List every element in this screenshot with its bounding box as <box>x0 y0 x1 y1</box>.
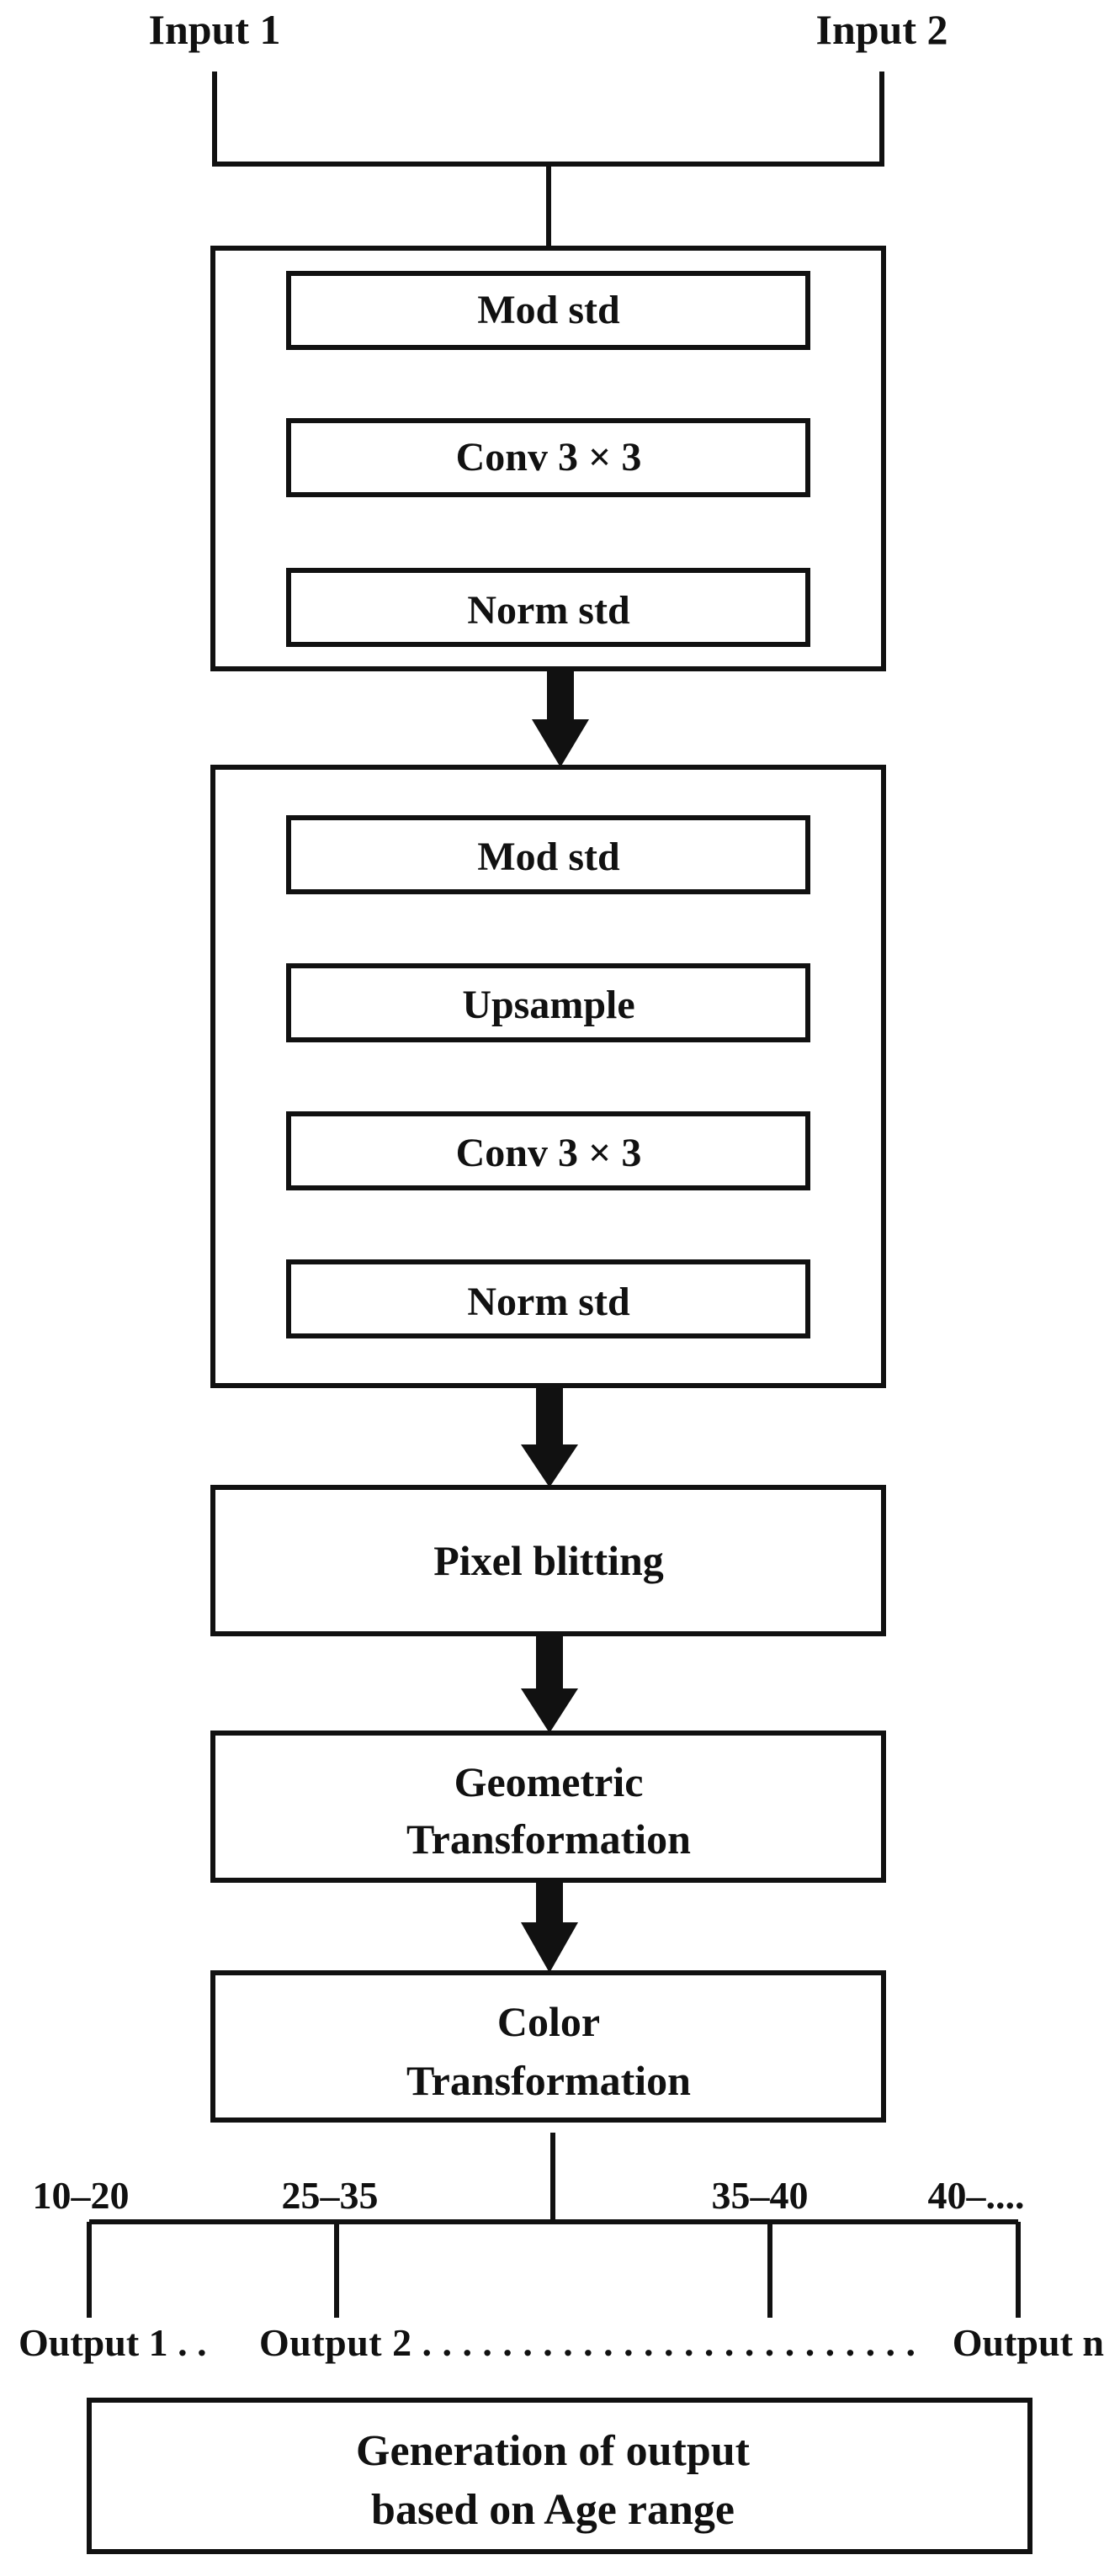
block-1-norm-std-label: Norm std <box>467 588 630 633</box>
block-2-conv-box <box>286 1111 810 1190</box>
color-label-line2: Transformation <box>406 2057 691 2104</box>
arrow-geometric-to-color <box>521 1882 578 1973</box>
age-range-label: 10–20 <box>33 2174 130 2217</box>
generation-box <box>87 2398 1032 2554</box>
generation-label-line2: based on Age range <box>371 2486 735 2534</box>
age-range-label: 40–.... <box>928 2174 1025 2217</box>
pixel-blitting-box <box>210 1485 886 1636</box>
arrow-block2-to-pixel-blitting <box>521 1387 578 1487</box>
geometric-label-line2: Transformation <box>406 1815 691 1863</box>
color-transformation-box <box>210 1970 886 2123</box>
geometric-label-line1: Geometric <box>454 1758 644 1805</box>
arrow-block1-to-block2 <box>532 671 589 767</box>
block-1-norm-std-box <box>286 568 810 647</box>
block-2-conv-label: Conv 3 × 3 <box>456 1131 642 1175</box>
output-split-connector <box>87 2133 1021 2318</box>
output-n-label: Output n <box>953 2321 1104 2364</box>
block-2-norm-std-label: Norm std <box>467 1280 630 1324</box>
block-1-mod-std-box <box>286 271 810 350</box>
generation-label-line1: Generation of output <box>356 2427 751 2475</box>
pixel-blitting-label: Pixel blitting <box>433 1537 664 1584</box>
arrow-pixel-to-geometric <box>521 1635 578 1733</box>
input-merge-connector <box>212 72 884 248</box>
age-range-label: 35–40 <box>712 2174 809 2217</box>
input-1-label: Input 1 <box>148 6 280 53</box>
output-2-label: Output 2 . . . . . . . . . . . . . . . .… <box>259 2321 916 2364</box>
block-1-conv-box <box>286 418 810 497</box>
input-2-label: Input 2 <box>815 6 947 53</box>
color-label-line1: Color <box>497 1998 600 2045</box>
block-1-conv-label: Conv 3 × 3 <box>456 435 642 480</box>
geometric-transformation-box <box>210 1731 886 1883</box>
block-2-mod-std-label: Mod std <box>477 835 620 879</box>
output-1-label: Output 1 . . <box>19 2321 207 2364</box>
block-1-mod-std-label: Mod std <box>477 288 620 332</box>
age-range-label: 25–35 <box>282 2174 379 2217</box>
block-2-upsample-label: Upsample <box>462 983 634 1027</box>
block-2-upsample-box <box>286 963 810 1042</box>
block-2-mod-std-box <box>286 815 810 894</box>
block-2-norm-std-box <box>286 1259 810 1338</box>
